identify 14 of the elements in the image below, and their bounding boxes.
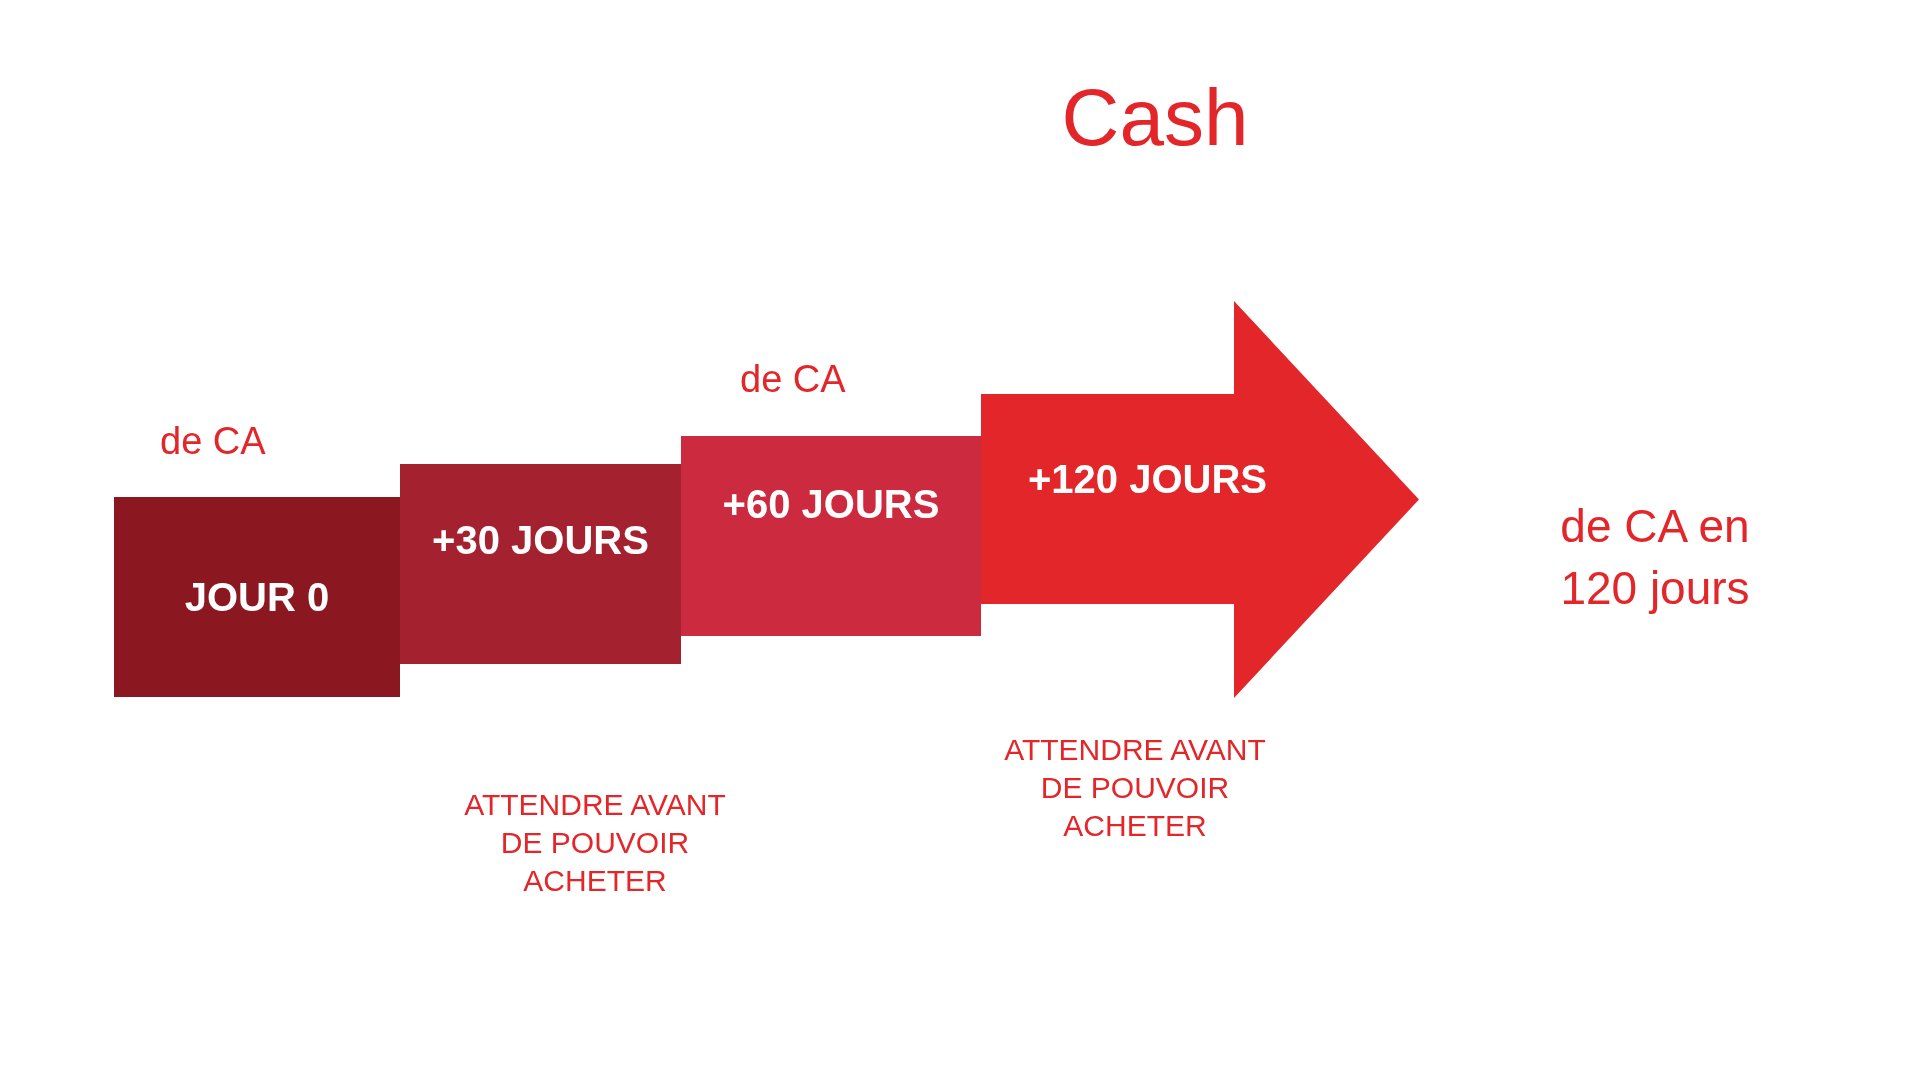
step-box	[114, 497, 400, 697]
note: ATTENDRE AVANT DE POUVOIR ACHETER	[463, 787, 727, 899]
title: Cash	[1060, 72, 1250, 164]
arrow-shape	[981, 301, 1419, 698]
node-label: de CA	[160, 420, 266, 463]
step-label: +120 JOURS	[1028, 456, 1267, 502]
result-text: de CA en 120 jours	[1559, 499, 1751, 616]
step-box	[400, 464, 681, 664]
step-label: +60 JOURS	[722, 481, 940, 527]
step-label: +30 JOURS	[432, 517, 649, 563]
step-box	[681, 436, 981, 636]
step-label: JOUR 0	[184, 574, 330, 620]
node-label: de CA	[740, 358, 846, 401]
note: ATTENDRE AVANT DE POUVOIR ACHETER	[1003, 732, 1267, 844]
